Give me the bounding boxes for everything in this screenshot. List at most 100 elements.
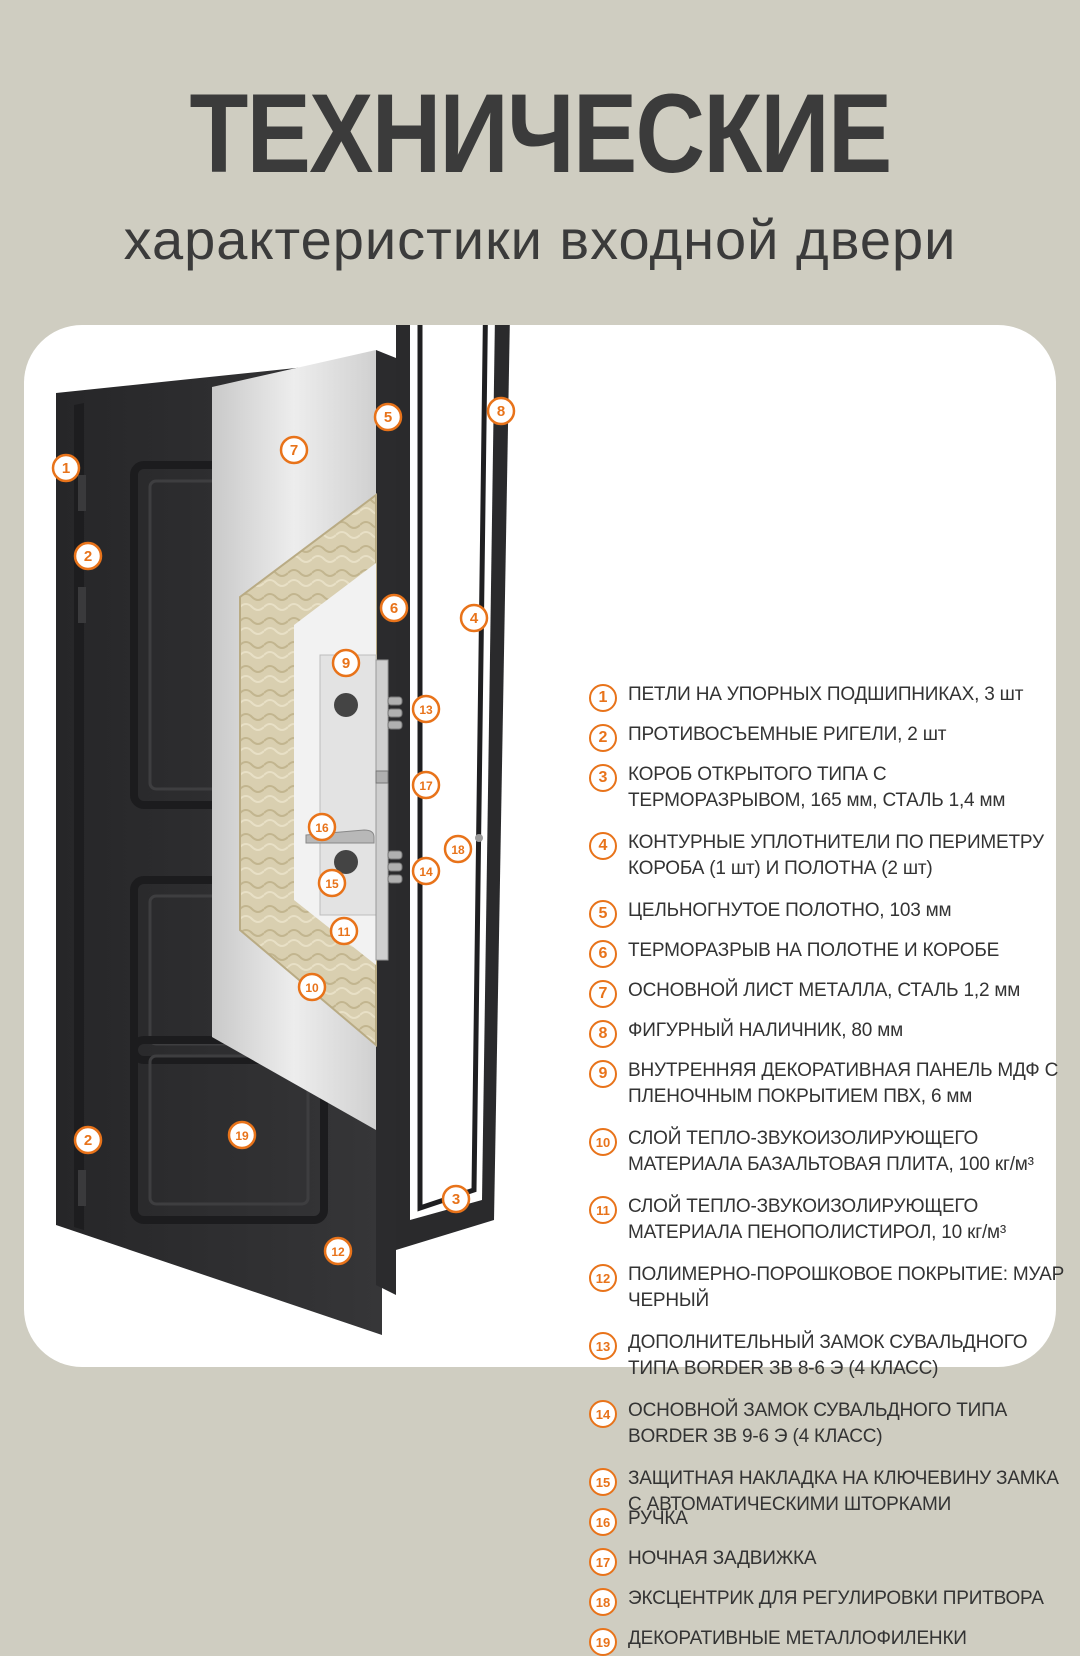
spec-text: ПРОТИВОСЪЕМНЫЕ РИГЕЛИ, 2 шт: [628, 724, 947, 745]
spec-text: ОСНОВНОЙ ЛИСТ МЕТАЛЛА, СТАЛЬ 1,2 мм: [628, 980, 1021, 1001]
spec-number-badge: 18: [589, 1588, 617, 1616]
spec-text: СЛОЙ ТЕПЛО-ЗВУКОИЗОЛИРУЮЩЕГО МАТЕРИАЛА П…: [628, 1196, 1007, 1243]
spec-item-1: 1 ПЕТЛИ НА УПОРНЫХ ПОДШИПНИКАХ, 3 шт: [589, 682, 1068, 712]
callout-marker-9: 9: [331, 648, 361, 678]
spec-number-badge: 10: [589, 1128, 617, 1156]
spec-text: КОРОБ ОТКРЫТОГО ТИПА С ТЕРМОРАЗРЫВОМ, 16…: [628, 764, 1006, 811]
spec-item-7: 7 ОСНОВНОЙ ЛИСТ МЕТАЛЛА, СТАЛЬ 1,2 мм: [589, 978, 1068, 1008]
callout-marker-3: 3: [441, 1184, 471, 1214]
spec-text: ВНУТРЕННЯЯ ДЕКОРАТИВНАЯ ПАНЕЛЬ МДФ С ПЛЕ…: [628, 1060, 1059, 1107]
spec-item-13: 13 ДОПОЛНИТЕЛЬНЫЙ ЗАМОК СУВАЛЬДНОГО ТИПА …: [589, 1330, 1068, 1382]
svg-text:6: 6: [390, 600, 398, 617]
spec-number-badge: 2: [589, 724, 617, 752]
callout-marker-1: 1: [51, 453, 81, 483]
svg-text:1: 1: [62, 460, 70, 477]
spec-number-badge: 4: [589, 832, 617, 860]
callout-marker-12: 12: [323, 1236, 353, 1266]
spec-item-6: 6 ТЕРМОРАЗРЫВ НА ПОЛОТНЕ И КОРОБЕ: [589, 938, 1068, 968]
svg-text:2: 2: [84, 1132, 92, 1149]
callout-marker-11: 11: [329, 916, 359, 946]
spec-text: ТЕРМОРАЗРЫВ НА ПОЛОТНЕ И КОРОБЕ: [628, 940, 1000, 961]
spec-item-16: 16 РУЧКА: [589, 1506, 1068, 1536]
spec-item-10: 10 СЛОЙ ТЕПЛО-ЗВУКОИЗОЛИРУЮЩЕГО МАТЕРИАЛА…: [589, 1126, 1068, 1178]
spec-text: ДОПОЛНИТЕЛЬНЫЙ ЗАМОК СУВАЛЬДНОГО ТИПА BO…: [628, 1332, 1028, 1379]
door-frame: [396, 325, 510, 1250]
callout-marker-16: 16: [307, 812, 337, 842]
callout-marker-2: 2: [73, 541, 103, 571]
spec-item-11: 11 СЛОЙ ТЕПЛО-ЗВУКОИЗОЛИРУЮЩЕГО МАТЕРИАЛА…: [589, 1194, 1068, 1246]
callout-marker-13: 13: [411, 694, 441, 724]
spec-text: КОНТУРНЫЕ УПЛОТНИТЕЛИ ПО ПЕРИМЕТРУ КОРОБ…: [628, 832, 1044, 879]
svg-text:15: 15: [325, 877, 339, 891]
callout-marker-5: 5: [373, 402, 403, 432]
svg-text:5: 5: [384, 409, 392, 426]
callout-marker-10: 10: [297, 972, 327, 1002]
spec-item-19: 19 ДЕКОРАТИВНЫЕ МЕТАЛЛОФИЛЕНКИ: [589, 1626, 1068, 1656]
spec-item-4: 4 КОНТУРНЫЕ УПЛОТНИТЕЛИ ПО ПЕРИМЕТРУ КОРО…: [589, 830, 1068, 882]
callout-marker-17: 17: [411, 770, 441, 800]
spec-item-17: 17 НОЧНАЯ ЗАДВИЖКА: [589, 1546, 1068, 1576]
svg-text:17: 17: [419, 779, 433, 793]
callout-marker-4: 4: [459, 603, 489, 633]
svg-text:16: 16: [315, 821, 329, 835]
spec-number-badge: 11: [589, 1196, 617, 1224]
page-subtitle: характеристики входной двери: [123, 208, 957, 271]
spec-text: ДЕКОРАТИВНЫЕ МЕТАЛЛОФИЛЕНКИ: [628, 1628, 967, 1649]
spec-text: ЭКСЦЕНТРИК ДЛЯ РЕГУЛИРОВКИ ПРИТВОРА: [628, 1588, 1044, 1609]
spec-number-badge: 17: [589, 1548, 617, 1576]
page-title: ТЕХНИЧЕСКИЕ: [189, 71, 893, 196]
spec-text: ОСНОВНОЙ ЗАМОК СУВАЛЬДНОГО ТИПА BORDER З…: [628, 1400, 1008, 1447]
svg-text:9: 9: [342, 655, 350, 672]
spec-text: НОЧНАЯ ЗАДВИЖКА: [628, 1548, 817, 1569]
spec-item-8: 8 ФИГУРНЫЙ НАЛИЧНИК, 80 мм: [589, 1018, 1068, 1048]
callout-marker-6: 6: [379, 593, 409, 623]
spec-number-badge: 16: [589, 1508, 617, 1536]
spec-number-badge: 14: [589, 1400, 617, 1428]
spec-number-badge: 8: [589, 1020, 617, 1048]
svg-text:19: 19: [235, 1129, 249, 1143]
spec-number-badge: 9: [589, 1060, 617, 1088]
spec-text: РУЧКА: [628, 1508, 688, 1529]
svg-text:7: 7: [290, 442, 298, 459]
spec-item-14: 14 ОСНОВНОЙ ЗАМОК СУВАЛЬДНОГО ТИПА BORDER…: [589, 1398, 1068, 1450]
spec-text: ЦЕЛЬНОГНУТОЕ ПОЛОТНО, 103 мм: [628, 900, 952, 921]
svg-text:11: 11: [338, 925, 351, 939]
svg-text:13: 13: [419, 703, 433, 717]
svg-text:3: 3: [452, 1191, 460, 1208]
spec-number-badge: 12: [589, 1264, 617, 1292]
spec-text: ПЕТЛИ НА УПОРНЫХ ПОДШИПНИКАХ, 3 шт: [628, 684, 1024, 705]
spec-item-5: 5 ЦЕЛЬНОГНУТОЕ ПОЛОТНО, 103 мм: [589, 898, 1068, 928]
spec-number-badge: 19: [589, 1628, 617, 1656]
spec-number-badge: 5: [589, 900, 617, 928]
spec-item-18: 18 ЭКСЦЕНТРИК ДЛЯ РЕГУЛИРОВКИ ПРИТВОРА: [589, 1586, 1068, 1616]
spec-text: ФИГУРНЫЙ НАЛИЧНИК, 80 мм: [628, 1020, 903, 1041]
svg-text:18: 18: [451, 843, 465, 857]
spec-item-12: 12 ПОЛИМЕРНО-ПОРОШКОВОЕ ПОКРЫТИЕ: МУАР ЧЕ…: [589, 1262, 1068, 1314]
spec-number-badge: 13: [589, 1332, 617, 1360]
spec-item-9: 9 ВНУТРЕННЯЯ ДЕКОРАТИВНАЯ ПАНЕЛЬ МДФ С ПЛ…: [589, 1058, 1068, 1110]
svg-text:8: 8: [497, 403, 505, 420]
spec-number-badge: 7: [589, 980, 617, 1008]
spec-text: СЛОЙ ТЕПЛО-ЗВУКОИЗОЛИРУЮЩЕГО МАТЕРИАЛА Б…: [628, 1128, 1034, 1175]
callout-marker-15: 15: [317, 868, 347, 898]
callout-marker-14: 14: [411, 856, 441, 886]
svg-text:10: 10: [305, 981, 319, 995]
spec-number-badge: 1: [589, 684, 617, 712]
spec-number-badge: 15: [589, 1468, 617, 1496]
svg-text:2: 2: [84, 548, 92, 565]
callout-marker-8: 8: [486, 396, 516, 426]
svg-text:12: 12: [331, 1245, 345, 1259]
callout-marker-7: 7: [279, 435, 309, 465]
spec-number-badge: 6: [589, 940, 617, 968]
callout-marker-19: 19: [227, 1120, 257, 1150]
spec-text: ПОЛИМЕРНО-ПОРОШКОВОЕ ПОКРЫТИЕ: МУАР ЧЕРН…: [628, 1264, 1065, 1311]
svg-text:4: 4: [470, 610, 479, 627]
callout-marker-2: 2: [73, 1125, 103, 1155]
spec-item-2: 2 ПРОТИВОСЪЕМНЫЕ РИГЕЛИ, 2 шт: [589, 722, 1068, 752]
callout-marker-18: 18: [443, 834, 473, 864]
svg-text:14: 14: [419, 865, 433, 879]
